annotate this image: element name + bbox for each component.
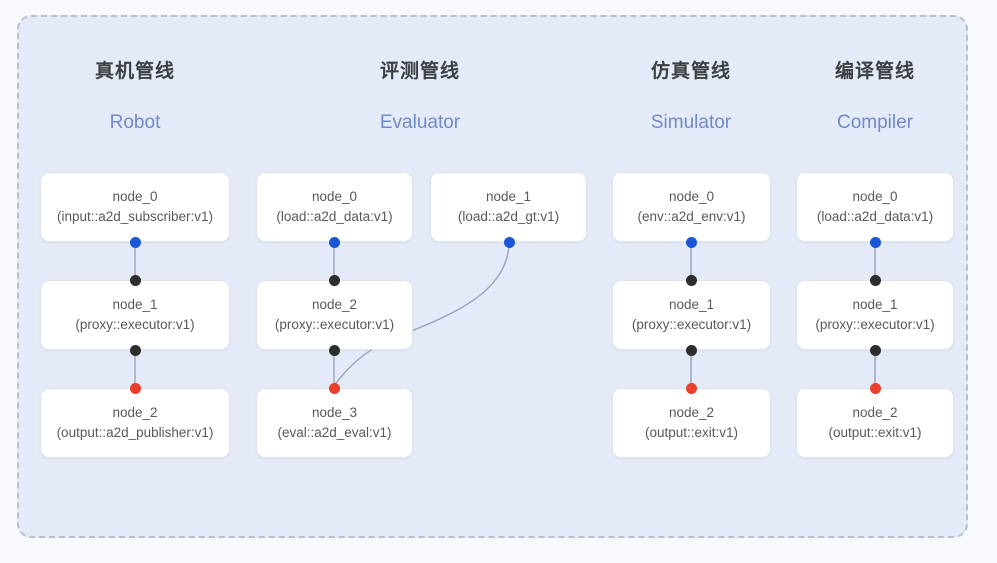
- node-spec: (load::a2d_data:v1): [816, 209, 934, 224]
- node-robot-node-2[interactable]: node_2 (output::a2d_publisher:v1): [40, 388, 230, 458]
- node-name: node_2: [668, 405, 715, 420]
- port-output-compiler-node-0[interactable]: [869, 236, 881, 248]
- node-spec: (input::a2d_subscriber:v1): [56, 209, 214, 224]
- port-input-robot-node-1[interactable]: [129, 274, 141, 286]
- node-evaluator-node-0[interactable]: node_0 (load::a2d_data:v1): [256, 172, 413, 242]
- node-name: node_1: [852, 297, 898, 312]
- port-output-compiler-node-1[interactable]: [869, 344, 881, 356]
- node-name: node_3: [311, 405, 358, 420]
- port-output-simulator-node-1[interactable]: [685, 344, 697, 356]
- node-name: node_0: [311, 189, 358, 204]
- port-input-evaluator-node-2[interactable]: [328, 274, 340, 286]
- node-spec: (output::exit:v1): [828, 425, 922, 440]
- node-name: node_1: [485, 189, 532, 204]
- port-input-evaluator-node-3[interactable]: [328, 382, 340, 394]
- node-name: node_1: [112, 297, 158, 312]
- node-spec: (output::a2d_publisher:v1): [56, 425, 214, 440]
- port-output-robot-node-0[interactable]: [129, 236, 141, 248]
- node-spec: (eval::a2d_eval:v1): [277, 425, 392, 440]
- node-robot-node-0[interactable]: node_0 (input::a2d_subscriber:v1): [40, 172, 230, 242]
- node-spec: (load::a2d_gt:v1): [457, 209, 560, 224]
- port-output-robot-node-1[interactable]: [129, 344, 141, 356]
- node-spec: (output::exit:v1): [644, 425, 739, 440]
- node-name: node_2: [112, 405, 158, 420]
- node-compiler-node-0[interactable]: node_0 (load::a2d_data:v1): [796, 172, 954, 242]
- node-compiler-node-2[interactable]: node_2 (output::exit:v1): [796, 388, 954, 458]
- port-input-simulator-node-2[interactable]: [685, 382, 697, 394]
- port-output-simulator-node-0[interactable]: [685, 236, 697, 248]
- port-input-robot-node-2[interactable]: [129, 382, 141, 394]
- node-simulator-node-0[interactable]: node_0 (env::a2d_env:v1): [612, 172, 771, 242]
- node-name: node_0: [112, 189, 158, 204]
- pipeline-container: [17, 15, 968, 538]
- node-evaluator-node-3[interactable]: node_3 (eval::a2d_eval:v1): [256, 388, 413, 458]
- node-spec: (load::a2d_data:v1): [276, 209, 393, 224]
- node-name: node_0: [852, 189, 898, 204]
- node-simulator-node-1[interactable]: node_1 (proxy::executor:v1): [612, 280, 771, 350]
- node-evaluator-node-1[interactable]: node_1 (load::a2d_gt:v1): [430, 172, 587, 242]
- port-input-compiler-node-1[interactable]: [869, 274, 881, 286]
- node-spec: (proxy::executor:v1): [631, 317, 752, 332]
- node-spec: (proxy::executor:v1): [75, 317, 195, 332]
- node-name: node_2: [311, 297, 358, 312]
- port-input-compiler-node-2[interactable]: [869, 382, 881, 394]
- node-spec: (env::a2d_env:v1): [637, 209, 746, 224]
- node-name: node_2: [852, 405, 898, 420]
- node-spec: (proxy::executor:v1): [274, 317, 395, 332]
- port-input-simulator-node-1[interactable]: [685, 274, 697, 286]
- node-evaluator-node-2[interactable]: node_2 (proxy::executor:v1): [256, 280, 413, 350]
- node-compiler-node-1[interactable]: node_1 (proxy::executor:v1): [796, 280, 954, 350]
- port-output-evaluator-node-0[interactable]: [328, 236, 340, 248]
- node-name: node_0: [668, 189, 715, 204]
- node-robot-node-1[interactable]: node_1 (proxy::executor:v1): [40, 280, 230, 350]
- node-simulator-node-2[interactable]: node_2 (output::exit:v1): [612, 388, 771, 458]
- port-output-evaluator-node-1[interactable]: [503, 236, 515, 248]
- node-spec: (proxy::executor:v1): [815, 317, 935, 332]
- port-output-evaluator-node-2[interactable]: [328, 344, 340, 356]
- node-name: node_1: [668, 297, 715, 312]
